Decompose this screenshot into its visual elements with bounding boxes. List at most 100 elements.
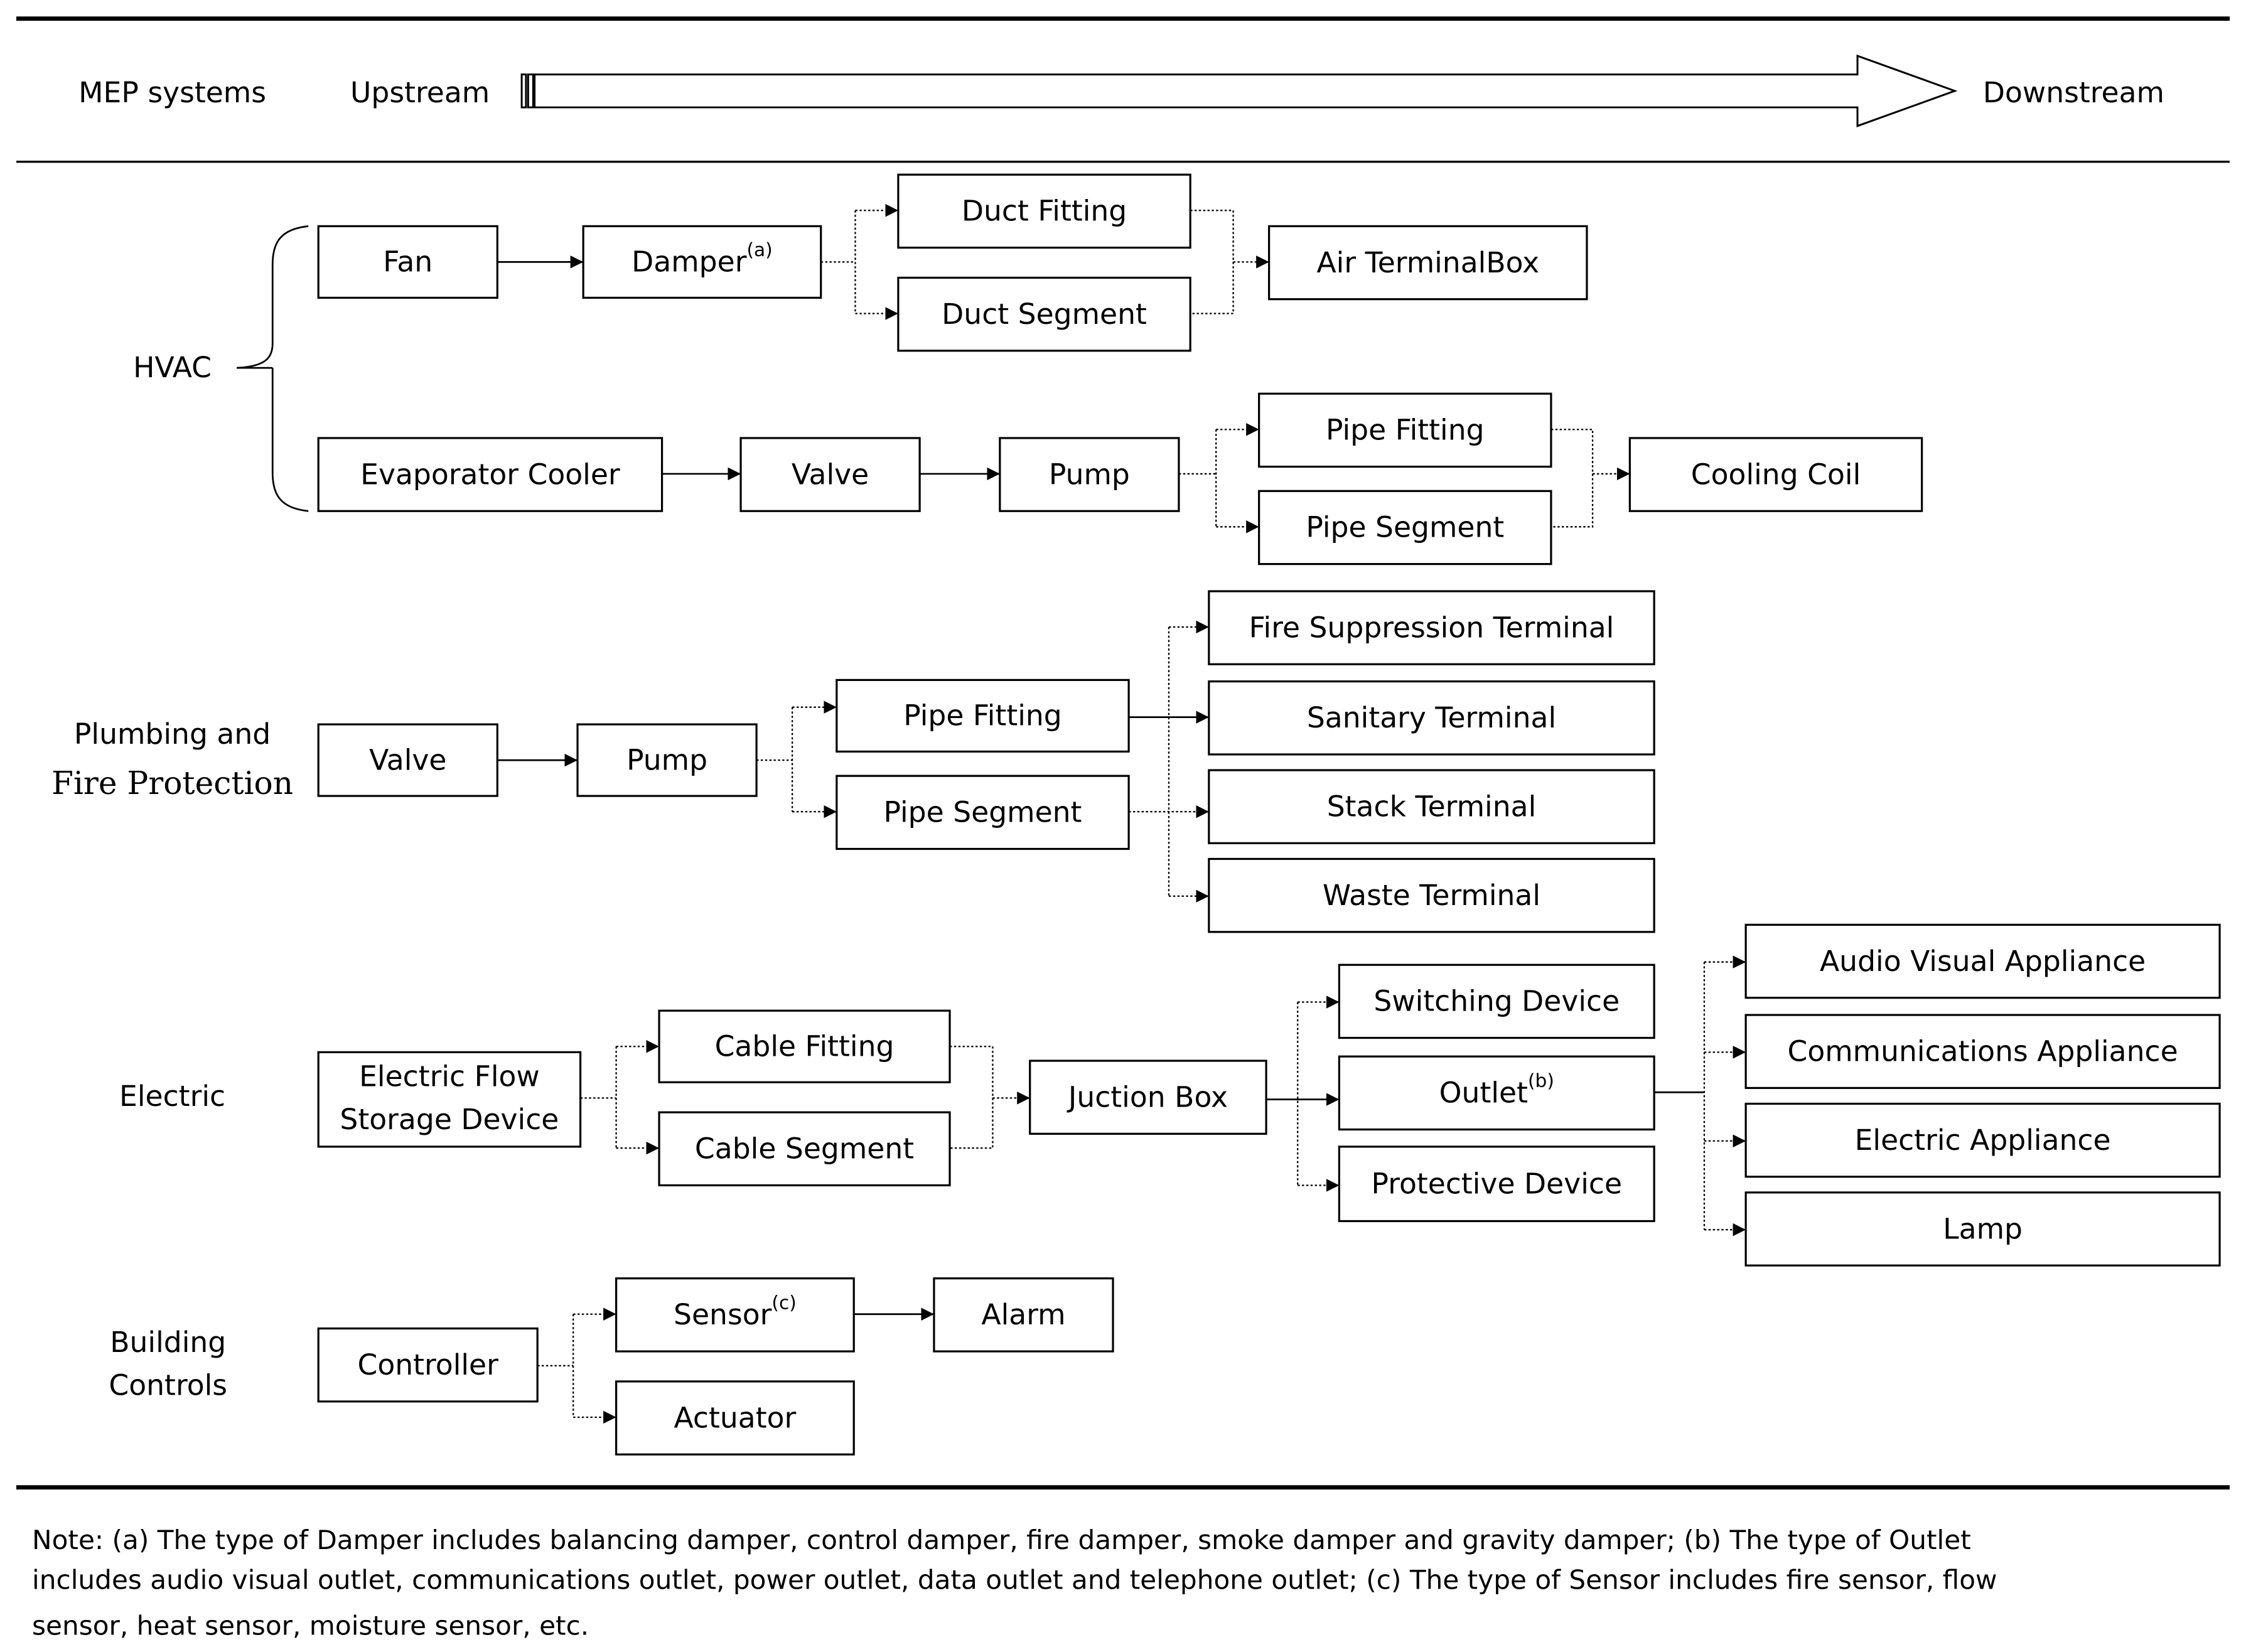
box-valve2: Valve xyxy=(317,723,498,797)
box-actuator: Actuator xyxy=(615,1380,855,1456)
box-protective: Protective Device xyxy=(1338,1145,1655,1223)
box-alarm: Alarm xyxy=(933,1277,1114,1353)
box-label: Duct Fitting xyxy=(962,194,1127,227)
box-fire-supp: Fire Suppression Terminal xyxy=(1208,590,1655,665)
box-label: Sanitary Terminal xyxy=(1307,701,1556,734)
box-label: Lamp xyxy=(1943,1212,2023,1245)
box-cooling-coil: Cooling Coil xyxy=(1628,437,1923,512)
box-duct-fitting: Duct Fitting xyxy=(897,173,1191,249)
box-label: Pipe Segment xyxy=(1306,510,1504,544)
box-outline xyxy=(1338,1055,1655,1131)
box-outline xyxy=(615,1380,855,1456)
box-pipe-segment1: Pipe Segment xyxy=(1258,490,1552,566)
box-evap: Evaporator Cooler xyxy=(317,437,664,512)
box-outline xyxy=(317,1327,539,1403)
box-label: Pump xyxy=(626,743,707,776)
box-label: Electric Flow xyxy=(359,1059,540,1093)
box-label: Protective Device xyxy=(1372,1167,1622,1200)
category-controls-line1: Building xyxy=(110,1326,226,1359)
box-outline xyxy=(1744,923,2221,999)
box-outline xyxy=(1268,225,1588,301)
box-stack: Stack Terminal xyxy=(1208,769,1655,844)
box-cable-segment: Cable Segment xyxy=(658,1111,951,1187)
box-label: Communications Appliance xyxy=(1788,1034,2178,1068)
box-pump1: Pump xyxy=(999,437,1180,512)
box-cable-fitting: Cable Fitting xyxy=(658,1009,951,1083)
box-label: Alarm xyxy=(981,1298,1065,1331)
box-outline xyxy=(615,1277,855,1353)
box-switching: Switching Device xyxy=(1338,963,1655,1039)
box-outline xyxy=(1628,437,1923,512)
box-outline xyxy=(1258,490,1552,566)
box-label: Cooling Coil xyxy=(1691,458,1861,491)
box-label: Fan xyxy=(383,245,433,278)
category-electric: Electric xyxy=(119,1080,225,1113)
box-label: Pipe Fitting xyxy=(903,699,1062,732)
box-controller: Controller xyxy=(317,1327,539,1403)
box-label: Juction Box xyxy=(1067,1080,1228,1113)
box-outline xyxy=(317,723,498,797)
box-label: Actuator xyxy=(674,1401,797,1434)
box-label: Audio Visual Appliance xyxy=(1820,944,2146,977)
box-outline xyxy=(933,1277,1114,1353)
box-outlet: Outlet(b) xyxy=(1338,1055,1655,1131)
box-outline xyxy=(1029,1059,1267,1135)
box-damper: Damper(a) xyxy=(582,225,822,299)
box-label: Waste Terminal xyxy=(1323,878,1540,911)
mep-systems-label: MEP systems xyxy=(78,76,266,109)
box-label: Outlet(b) xyxy=(1439,1070,1554,1110)
footnote-marker: (a) xyxy=(746,239,772,260)
category-hvac: HVAC xyxy=(133,351,212,384)
box-outline xyxy=(1208,680,1655,756)
box-outline xyxy=(582,225,822,299)
box-outline xyxy=(576,723,758,797)
box-sensor: Sensor(c) xyxy=(615,1277,855,1353)
box-electric-app: Electric Appliance xyxy=(1744,1102,2221,1178)
box-audio: Audio Visual Appliance xyxy=(1744,923,2221,999)
box-outline xyxy=(836,678,1130,753)
box-outline xyxy=(1208,590,1655,665)
upstream-label: Upstream xyxy=(350,76,490,109)
category-plumbing-line1: Plumbing and xyxy=(74,717,271,751)
box-outline xyxy=(897,276,1191,352)
note-line-1: Note: (a) The type of Damper includes ba… xyxy=(32,1525,1971,1555)
box-valve1: Valve xyxy=(739,437,921,512)
box-label: Valve xyxy=(369,743,446,776)
box-outline xyxy=(1258,392,1552,468)
box-label: Controller xyxy=(358,1348,499,1381)
box-label: Electric Appliance xyxy=(1855,1123,2111,1156)
box-label: Fire Suppression Terminal xyxy=(1249,611,1615,644)
box-pipe-fitting2: Pipe Fitting xyxy=(836,678,1130,753)
note-line-2: includes audio visual outlet, communicat… xyxy=(32,1565,1997,1596)
box-comms: Communications Appliance xyxy=(1744,1014,2221,1089)
box-outline xyxy=(317,225,498,299)
box-sanitary: Sanitary Terminal xyxy=(1208,680,1655,756)
box-label: Pipe Segment xyxy=(884,795,1082,829)
upstream-downstream-arrow-icon xyxy=(520,54,1958,127)
box-outline xyxy=(1744,1191,2221,1267)
box-label: Storage Device xyxy=(340,1102,559,1135)
note-line-3: sensor, heat sensor, moisture sensor, et… xyxy=(32,1611,589,1641)
box-outline xyxy=(1744,1014,2221,1089)
hvac-brace-icon xyxy=(237,225,309,512)
box-outline xyxy=(999,437,1180,512)
category-controls-line2: Controls xyxy=(109,1369,227,1402)
box-outline xyxy=(317,437,664,512)
box-lamp: Lamp xyxy=(1744,1191,2221,1267)
downstream-label: Downstream xyxy=(1983,76,2164,109)
box-air-terminal: Air TerminalBox xyxy=(1268,225,1588,301)
box-outline xyxy=(658,1009,951,1083)
footnote-marker: (c) xyxy=(771,1291,796,1313)
box-fan: Fan xyxy=(317,225,498,299)
box-label: Air TerminalBox xyxy=(1316,245,1539,279)
box-label: Valve xyxy=(792,458,869,491)
box-pipe-segment2: Pipe Segment xyxy=(836,775,1130,850)
connectors xyxy=(497,204,1746,1424)
box-outline xyxy=(1208,769,1655,844)
box-outline xyxy=(658,1111,951,1187)
box-pump2: Pump xyxy=(576,723,758,797)
category-plumbing-line2: Fire Protection xyxy=(51,764,293,802)
box-label: Duct Segment xyxy=(942,297,1147,330)
box-outline xyxy=(1338,1145,1655,1223)
